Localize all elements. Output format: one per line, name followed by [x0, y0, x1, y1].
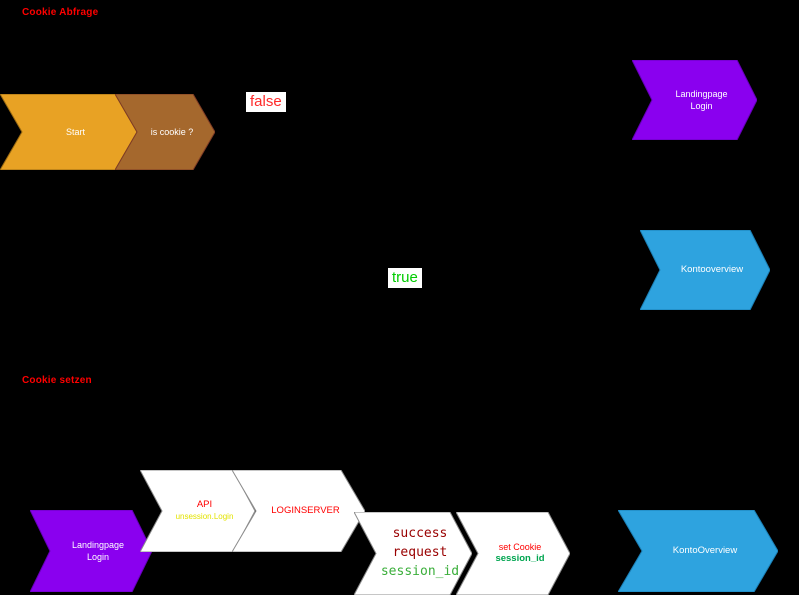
set-cookie-node: set Cookie session_id [456, 512, 570, 595]
chevron-shape [632, 60, 757, 140]
chevron-shape [115, 94, 215, 170]
chevron-shape [354, 512, 472, 595]
chevron-shape [140, 470, 255, 552]
kontooverview-node-bottom: KontoOverview [618, 510, 778, 592]
true-branch-label: true [388, 268, 422, 288]
section-title-cookie-setzen: Cookie setzen [22, 375, 92, 386]
kontooverview-node-top: Kontooverview [640, 230, 770, 310]
chevron-shape [456, 512, 570, 595]
section-title-cookie-abfrage: Cookie Abfrage [22, 7, 99, 18]
chevron-shape [640, 230, 770, 310]
false-branch-label: false [246, 92, 286, 112]
chevron-shape [232, 470, 365, 552]
chevron-shape [30, 510, 152, 592]
response-node: success request session_id [354, 512, 472, 595]
landingpage-login-node-top: Landingpage Login [632, 60, 757, 140]
chevron-shape [618, 510, 778, 592]
is-cookie-node: is cookie ? [115, 94, 215, 170]
loginserver-node: LOGINSERVER [232, 470, 365, 552]
chevron-shape [0, 94, 137, 170]
landingpage-login-node-bottom: Landingpage Login [30, 510, 152, 592]
